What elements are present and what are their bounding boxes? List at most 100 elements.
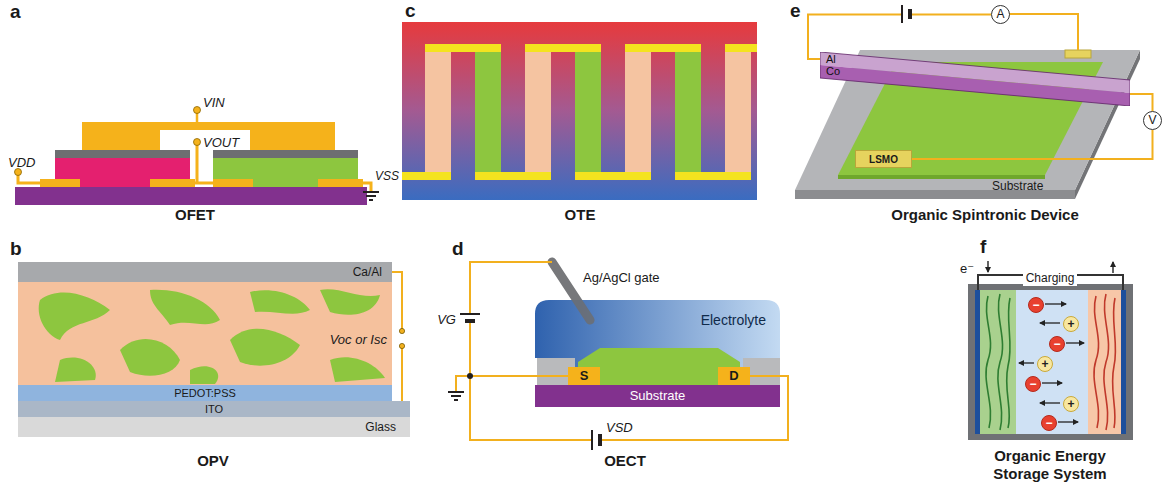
interconnect bbox=[402, 172, 451, 180]
wire bbox=[1009, 14, 1078, 50]
voltmeter-symbol: V bbox=[1143, 111, 1162, 130]
ion-arrow bbox=[1058, 421, 1078, 422]
active-layer bbox=[18, 282, 392, 385]
panel-letter: d bbox=[452, 238, 464, 260]
ion-arrow bbox=[1042, 382, 1062, 383]
interconnect bbox=[475, 172, 551, 180]
gate-electrode bbox=[82, 122, 335, 150]
node-text: − bbox=[1029, 378, 1036, 390]
electrode-strip: AlCo bbox=[820, 52, 1130, 106]
polymer-chain bbox=[1104, 294, 1109, 430]
node-text: V bbox=[1148, 113, 1156, 128]
panel-title: OTE bbox=[505, 206, 655, 224]
part-name: Ag/AgCl gate bbox=[583, 268, 660, 286]
wire bbox=[912, 130, 1153, 159]
ground-symbol bbox=[448, 392, 464, 400]
signal-name: VSD bbox=[606, 418, 633, 436]
panel-letter: b bbox=[10, 238, 22, 260]
wire bbox=[470, 376, 788, 440]
signal-name: VSS bbox=[375, 169, 399, 184]
ion-arrow bbox=[1045, 303, 1066, 304]
donor-domain bbox=[330, 357, 385, 382]
ion-arrow bbox=[1019, 362, 1034, 363]
signal-name: VSD bbox=[606, 420, 633, 436]
process-label: Charging bbox=[1010, 268, 1090, 286]
electrolyte-body bbox=[535, 300, 780, 385]
donor-domain bbox=[320, 289, 380, 314]
wire bbox=[1130, 94, 1153, 111]
channel-layer bbox=[578, 348, 740, 385]
electrode-strip-shape bbox=[820, 52, 1130, 106]
process-label: Charging bbox=[1023, 271, 1078, 286]
terminal-dot bbox=[194, 139, 201, 146]
node-text: LSMO bbox=[869, 153, 898, 166]
part-name: Substrate bbox=[992, 176, 1043, 194]
panel-letter: b bbox=[10, 238, 22, 260]
panel-letter: f bbox=[980, 236, 986, 258]
ammeter-symbol: A bbox=[991, 5, 1010, 24]
wire bbox=[456, 376, 470, 392]
charge-carrier: e⁻ bbox=[960, 261, 974, 277]
source-electrode: S bbox=[568, 367, 600, 385]
panel-letter: a bbox=[10, 1, 21, 23]
panel-title: OECT bbox=[550, 452, 700, 470]
node-text: Glass bbox=[365, 420, 396, 435]
layer-band: Glass bbox=[18, 417, 410, 437]
ion-arrow bbox=[1040, 402, 1060, 403]
signal-name: VOUT bbox=[203, 133, 239, 151]
cell-housing bbox=[968, 284, 1133, 440]
cation: + bbox=[1037, 356, 1053, 372]
interconnect bbox=[725, 44, 757, 52]
anion: − bbox=[1041, 415, 1057, 431]
electrode-pad: LSMO bbox=[855, 150, 912, 168]
donor-domain bbox=[250, 290, 310, 313]
dielectric-layer bbox=[55, 150, 190, 158]
battery-plate bbox=[591, 430, 593, 450]
node-text: − bbox=[1045, 417, 1052, 429]
panel-title: Organic Energy Storage System bbox=[975, 447, 1125, 483]
current-collector bbox=[975, 290, 980, 434]
signal-name: Voc or Isc bbox=[327, 332, 390, 348]
panel-letter: e bbox=[790, 0, 801, 22]
panel-letter: c bbox=[405, 0, 416, 22]
part-name: Substrate bbox=[992, 179, 1043, 194]
signal-name: VG bbox=[416, 310, 456, 328]
panel-title: Organic Energy Storage System bbox=[975, 447, 1125, 483]
current-arrow bbox=[987, 261, 988, 272]
interconnect bbox=[525, 44, 601, 52]
panel-letter: f bbox=[980, 236, 986, 258]
battery-plate bbox=[901, 5, 903, 23]
panel-title: OPV bbox=[138, 452, 288, 470]
signal-name: VOUT bbox=[203, 135, 239, 151]
panel-title: Organic Spintronic Device bbox=[865, 206, 1105, 224]
wire bbox=[363, 183, 371, 192]
ion-arrows bbox=[1019, 304, 1084, 422]
panel-title: OFET bbox=[120, 206, 270, 224]
terminal-dot bbox=[399, 328, 404, 333]
drain-contact bbox=[213, 179, 253, 187]
junction-dot bbox=[467, 373, 473, 379]
signal-name: VIN bbox=[203, 95, 225, 111]
polymer-chain bbox=[1112, 298, 1115, 428]
panel-title: OTE bbox=[565, 206, 596, 224]
panel-letter: a bbox=[10, 1, 21, 23]
node-text: A bbox=[996, 7, 1004, 22]
donor-domain bbox=[39, 293, 110, 340]
panel-title: OPV bbox=[197, 452, 229, 470]
node-text: − bbox=[1053, 338, 1060, 350]
n-leg bbox=[575, 52, 601, 172]
node-text: Substrate bbox=[630, 388, 686, 404]
positive-electrode bbox=[1088, 290, 1121, 434]
node-text: + bbox=[1041, 358, 1048, 370]
p-leg bbox=[625, 52, 651, 172]
cation: + bbox=[1063, 316, 1079, 332]
terminal-dot bbox=[399, 343, 404, 348]
open-terminal-gap bbox=[398, 333, 406, 344]
n-leg bbox=[475, 52, 501, 172]
node-text: Electrolyte bbox=[701, 312, 766, 329]
node-text: S bbox=[580, 368, 589, 384]
interconnect bbox=[625, 44, 701, 52]
anion: − bbox=[1028, 297, 1044, 313]
panel-letter: d bbox=[452, 238, 464, 260]
interconnect bbox=[425, 44, 501, 52]
